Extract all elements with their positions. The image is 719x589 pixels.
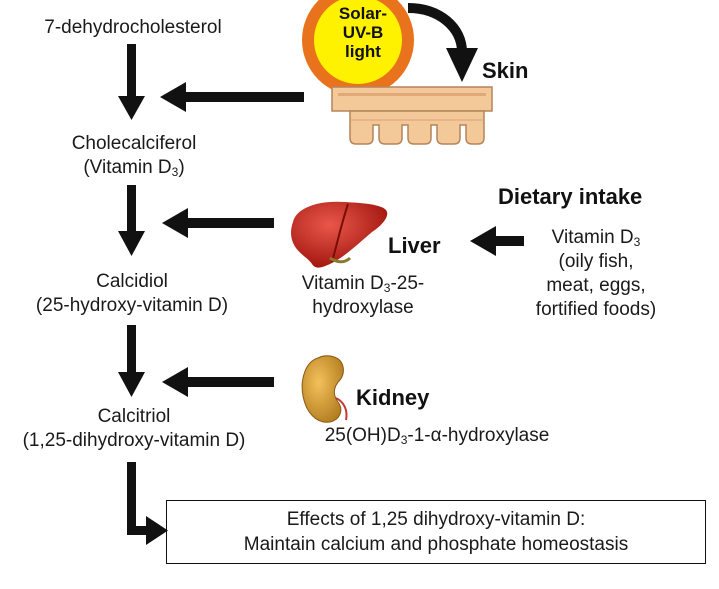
liver-enzyme-label: Vitamin D3-25- hydroxylase <box>278 272 448 320</box>
effects-line2: Maintain calcium and phosphate homeostas… <box>243 534 629 555</box>
liver-label: Liver <box>388 233 441 258</box>
diet-to-liver-arrow <box>470 226 524 256</box>
sun-label-line2: UV-B <box>342 23 384 42</box>
calcidiol-label: Calcidiol (25-hydroxy-vitamin D) <box>2 270 262 318</box>
kidney-enzyme-prefix: 25(OH)D <box>324 425 401 446</box>
liver-enzyme-line1: Vitamin D3-25- <box>278 272 448 296</box>
kidney-enzyme-suffix: -1-α-hydroxylase <box>407 425 550 446</box>
dietary-vitamin-subscript: 3 <box>633 235 641 249</box>
dietary-line4: fortified foods) <box>535 299 657 320</box>
calcitriol-label: Calcitriol (1,25-dihydroxy-vitamin D) <box>0 405 268 453</box>
sun-label: Solar- UV-B light <box>318 4 408 61</box>
effects-box: Effects of 1,25 dihydroxy-vitamin D: Mai… <box>166 500 706 564</box>
cholecalciferol-subtitle: (Vitamin D3) <box>40 156 228 180</box>
kidney-icon <box>301 355 348 423</box>
skin-to-pathway-arrow <box>160 82 304 112</box>
cholecalciferol-name: Cholecalciferol <box>71 133 197 154</box>
dietary-vitamin-line: Vitamin D3 <box>506 226 686 250</box>
precursor-label: 7-dehydrocholesterol <box>44 17 222 38</box>
sun-icon <box>302 0 414 96</box>
liver-enzyme-line2: hydroxylase <box>312 297 414 318</box>
liver-to-pathway-arrow <box>162 208 274 238</box>
calcitriol-subtitle: (1,25-dihydroxy-vitamin D) <box>22 430 246 451</box>
skin-icon <box>331 86 493 145</box>
calcitriol-name: Calcitriol <box>97 406 171 427</box>
dietary-line2: (oily fish, <box>558 251 634 272</box>
liver-enzyme-subscript: 3 <box>383 281 391 295</box>
pathway-arrow-2 <box>118 185 145 256</box>
sun-label-line1: Solar- <box>338 4 388 23</box>
dietary-line3: meat, eggs, <box>546 275 646 296</box>
kidney-label: Kidney <box>356 385 430 410</box>
liver-enzyme-prefix: Vitamin D <box>301 273 384 294</box>
calcidiol-name: Calcidiol <box>96 271 168 292</box>
skin-label: Skin <box>482 58 529 83</box>
pathway-arrow-4 <box>127 462 168 545</box>
dietary-intake-heading: Dietary intake <box>498 184 643 209</box>
kidney-enzyme-subscript: 3 <box>400 433 408 447</box>
sun-label-line3: light <box>345 42 381 61</box>
cholecalciferol-label: Cholecalciferol (Vitamin D3) <box>40 132 228 180</box>
calcidiol-subtitle: (25-hydroxy-vitamin D) <box>35 295 229 316</box>
dietary-sources-label: Vitamin D3 (oily fish, meat, eggs, forti… <box>506 226 686 322</box>
liver-enzyme-suffix: -25- <box>390 273 425 294</box>
kidney-enzyme-label: 25(OH)D3-1-α-hydroxylase <box>296 424 578 448</box>
liver-icon <box>291 201 388 268</box>
pathway-arrow-1 <box>118 44 145 120</box>
cholecalciferol-close: ) <box>178 157 185 178</box>
kidney-to-pathway-arrow <box>162 367 274 397</box>
effects-line1: Effects of 1,25 dihydroxy-vitamin D: <box>286 509 586 530</box>
pathway-arrow-3 <box>118 325 145 397</box>
cholecalciferol-subscript: 3 <box>171 165 179 179</box>
cholecalciferol-paren: (Vitamin D <box>83 157 172 178</box>
dietary-vitamin-prefix: Vitamin D <box>551 227 634 248</box>
uv-curved-arrow <box>407 3 478 82</box>
